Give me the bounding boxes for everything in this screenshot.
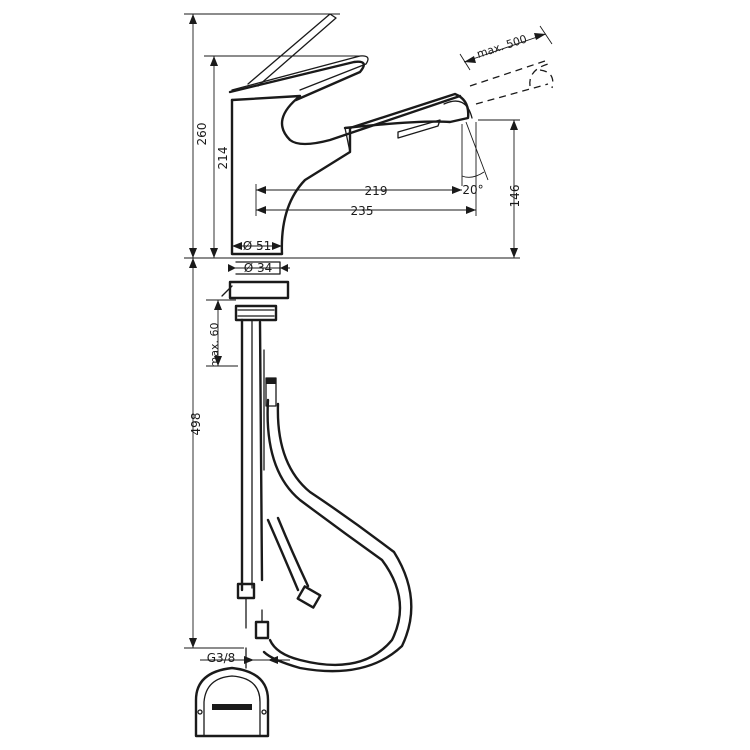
angle-tilt (465, 121, 489, 181)
label-235: 235 (351, 204, 374, 218)
dim-146-arrow-bottom (510, 248, 518, 258)
label-498: 498 (189, 413, 203, 436)
label-max-60: max. 60 (208, 323, 221, 368)
label-214: 214 (216, 147, 230, 170)
pullout-hose-top (469, 59, 549, 87)
dim-214-arrow-top (210, 56, 218, 66)
dim-51-arrow-right (272, 242, 282, 250)
dim-g38-arrow-right (268, 656, 278, 664)
label-g38: G3/8 (207, 651, 236, 665)
dim-60-arrow-bottom (214, 356, 222, 366)
dim-235-arrow-left (256, 206, 266, 214)
spout-joint (344, 127, 351, 153)
supply-pipe-right (258, 320, 264, 582)
faucet-body (228, 13, 554, 256)
lever-handle-raised (247, 13, 337, 87)
hose-diagonal-2 (276, 516, 310, 588)
lock-nut-thread (237, 309, 275, 317)
pullout-hose-outer (266, 398, 402, 667)
hose-connector (296, 585, 322, 609)
outlet-arc (443, 100, 473, 119)
dim-angle-arc (461, 171, 485, 178)
spout-button (397, 119, 441, 139)
dim-260-arrow-top (189, 14, 197, 24)
lever-handle (228, 60, 366, 102)
dim-500-arrow-right (534, 33, 546, 40)
supply-lines (236, 318, 413, 673)
dim-214-arrow-bottom (210, 248, 218, 258)
connector-right (254, 620, 270, 640)
label-146: 146 (508, 185, 522, 208)
label-angle: 20° (462, 183, 483, 197)
counter-mount (190, 257, 520, 322)
box-outline (194, 666, 270, 738)
box-screw-right (261, 709, 267, 715)
lever-handle-outline (231, 55, 369, 91)
mounting-nut (228, 280, 290, 300)
hose-weight-mark (266, 378, 276, 384)
dim-498-arrow-top (189, 258, 197, 268)
label-max-500: max. 500 (475, 32, 528, 60)
pullout-head (539, 69, 554, 89)
dim-235-arrow-right (466, 206, 476, 214)
pullout-head-arc (529, 63, 549, 87)
dim-219-arrow-left (256, 186, 266, 194)
dim-498-arrow-bottom (189, 638, 197, 648)
box-inner (203, 675, 261, 737)
faucet-column (230, 92, 470, 256)
dim-260-arrow-bottom (189, 248, 197, 258)
dim-51-arrow-left (232, 242, 242, 250)
box-slot (212, 704, 252, 710)
dimension-lines (184, 13, 553, 664)
spout-top (230, 94, 462, 146)
pullout-hose-bottom (475, 83, 549, 105)
label-diameter-51: Ø 51 (243, 239, 272, 253)
dim-498-ext (184, 257, 244, 649)
dim-219-arrow-right (452, 186, 462, 194)
label-260: 260 (195, 123, 209, 146)
dim-500-arrow-left (464, 56, 476, 63)
dim-60-arrow-top (214, 300, 222, 310)
pullout-hose-inner (262, 402, 413, 673)
dim-146-arrow-top (510, 120, 518, 130)
dim-500-line (463, 33, 547, 63)
nut-tab (221, 285, 233, 297)
hose-diagonal (266, 518, 300, 592)
dim-g38-arrow-left (244, 656, 254, 664)
dim-34-arrow-left (228, 264, 236, 272)
label-219: 219 (365, 184, 388, 198)
dim-34-arrow-right (280, 264, 288, 272)
box-screw-left (197, 709, 203, 715)
lock-nut (234, 304, 278, 322)
label-diameter-34: Ø 34 (244, 261, 273, 275)
